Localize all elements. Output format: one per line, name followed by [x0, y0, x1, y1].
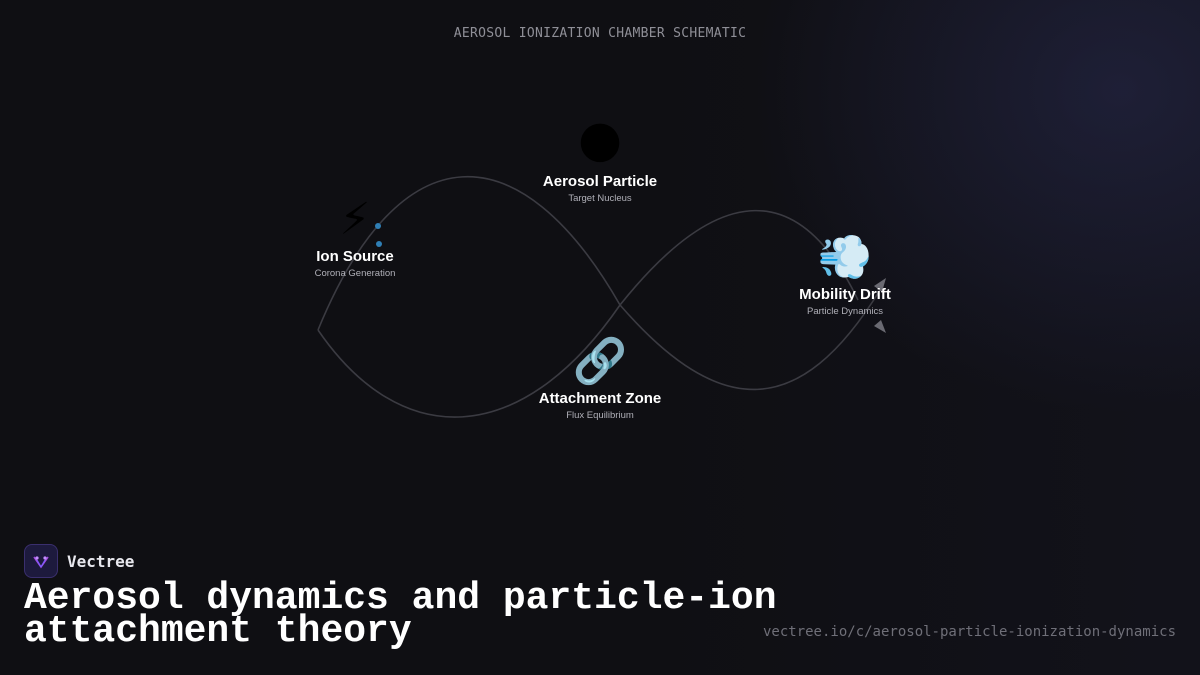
spark-dot: [375, 223, 381, 229]
lower-arrowhead: [874, 320, 886, 333]
node-label: Ion Source: [316, 248, 394, 265]
dash-wind-icon: 💨: [817, 232, 873, 283]
upper-flow-curve: [317, 176, 859, 331]
source-url: vectree.io/c/aerosol-particle-ionization…: [762, 624, 1176, 640]
node-sublabel: Corona Generation: [314, 268, 396, 279]
node-sublabel: Target Nucleus: [568, 193, 632, 204]
brand-name: Vectree: [67, 551, 135, 571]
lower-flow-curve: [317, 289, 881, 418]
node-sublabel: Flux Equilibrium: [566, 410, 634, 421]
schematic-title: AEROSOL IONIZATION CHAMBER SCHEMATIC: [453, 26, 747, 41]
node-label: Attachment Zone: [538, 390, 662, 407]
link-icon: 🔗: [572, 336, 628, 387]
node-label: Mobility Drift: [799, 286, 891, 303]
dark-globe-icon: 🌑: [577, 119, 623, 170]
vectree-logo-icon: [24, 544, 58, 578]
node-sublabel: Particle Dynamics: [806, 306, 884, 317]
lightning-icon: ⚡: [339, 194, 371, 245]
upper-arrowhead: [874, 278, 886, 292]
node-attachment-zone: 🔗 Attachment Zone Flux Equilibrium: [500, 336, 700, 421]
node-aerosol-particle: 🌑 Aerosol Particle Target Nucleus: [500, 119, 700, 204]
page-headline: Aerosol dynamics and particle-ion attach…: [24, 577, 777, 653]
node-label: Aerosol Particle: [542, 173, 658, 190]
brand: Vectree: [24, 544, 134, 578]
spark-dot: [376, 241, 382, 247]
node-ion-source: ⚡ Ion Source Corona Generation: [255, 194, 455, 279]
node-mobility-drift: 💨 Mobility Drift Particle Dynamics: [745, 232, 945, 317]
